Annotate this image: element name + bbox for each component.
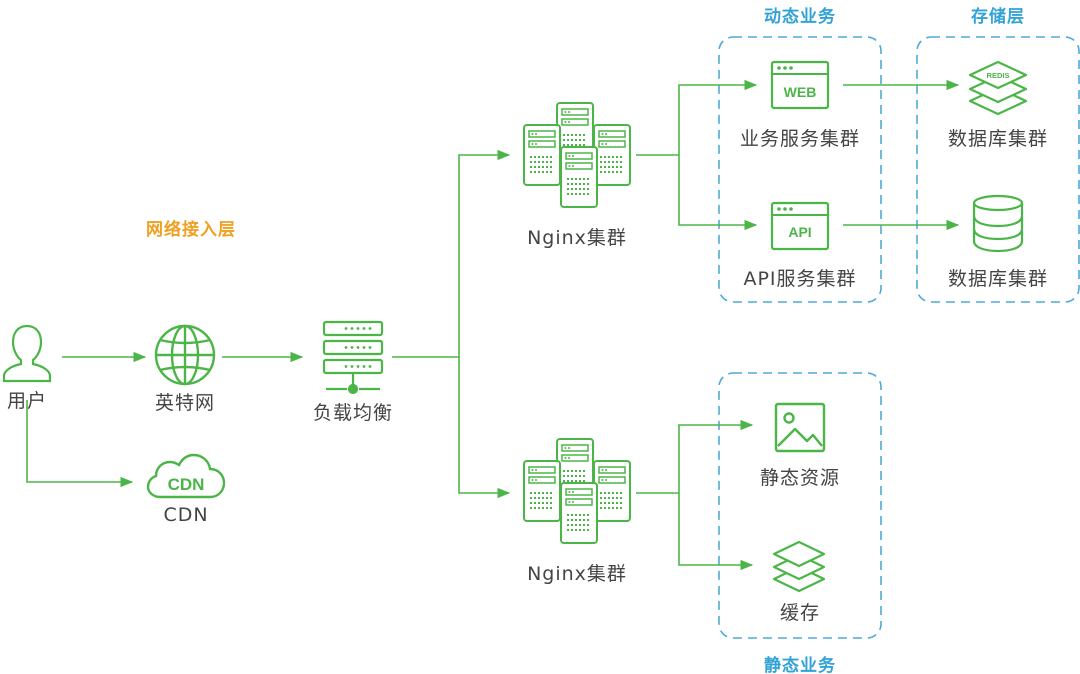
redis-layers-icon (968, 60, 1028, 116)
browser-window-icon-web (770, 60, 830, 110)
user-label: 用户 (6, 390, 48, 412)
dynamic-business-box (718, 36, 882, 303)
edge-nginx-cache (678, 493, 754, 571)
cdn-icon-text: CDN (168, 475, 205, 494)
edge-lb-nginx-top (458, 149, 511, 357)
server-rack-icon (322, 320, 384, 395)
internet-label: 英特网 (154, 392, 216, 414)
cdn-cloud-icon (146, 453, 226, 499)
web-service-label: 业务服务集群 (739, 128, 861, 150)
db-redis-label: 数据库集群 (947, 128, 1049, 150)
image-icon (774, 402, 826, 453)
redis-icon-text: REDIS (987, 71, 1010, 80)
cdn-label: CDN (163, 504, 209, 526)
web-icon-text: WEB (784, 84, 817, 100)
user-icon (2, 324, 52, 383)
edge-nginx-static (678, 419, 754, 493)
api-icon-text: API (788, 224, 811, 240)
static-business-box (718, 372, 882, 639)
section-dynamic-business: 动态业务 (764, 7, 836, 27)
browser-window-icon-api (770, 201, 830, 251)
section-network-access: 网络接入层 (146, 220, 236, 240)
nginx-bottom-label: Nginx集群 (527, 563, 627, 585)
globe-icon (154, 324, 216, 386)
connections (26, 79, 960, 571)
static-resources-label: 静态资源 (759, 467, 841, 489)
section-storage: 存储层 (971, 7, 1025, 27)
database-icon (972, 194, 1024, 253)
edge-nginx-web (678, 79, 758, 155)
nginx-top-label: Nginx集群 (527, 227, 627, 249)
section-static-business: 静态业务 (764, 656, 836, 674)
edge-nginx-api (678, 155, 758, 231)
layers-icon (772, 540, 826, 593)
edge-lb-nginx-bottom (458, 357, 511, 499)
server-rack-lights (344, 327, 372, 368)
api-service-label: API服务集群 (743, 268, 857, 290)
cache-label: 缓存 (779, 602, 821, 624)
load-balancer-label: 负载均衡 (312, 402, 394, 424)
server-cluster-icon-bottom (524, 439, 630, 543)
storage-box (916, 36, 1080, 303)
edge-user-cdn (26, 400, 134, 488)
db-sql-label: 数据库集群 (947, 268, 1049, 290)
server-cluster-icon-top (524, 103, 630, 207)
